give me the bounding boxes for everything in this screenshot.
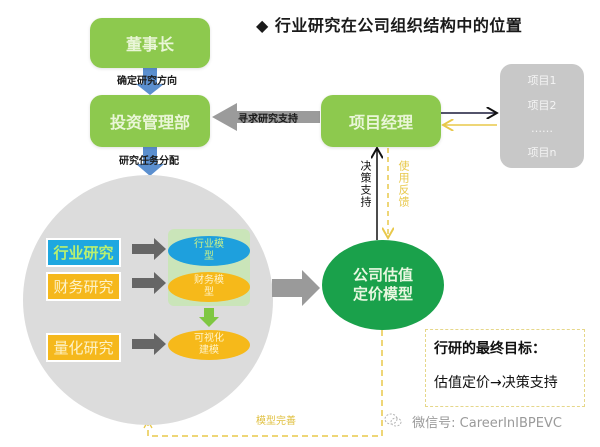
valuation-line2: 定价模型 [352, 285, 413, 303]
arrow-quant-to-model [132, 333, 166, 355]
arrow-model-improve [147, 330, 383, 437]
arrow-research-to-valuation [272, 270, 320, 306]
edge-label-pm-to-dept: 寻求研究支持 [238, 114, 298, 125]
node-valuation-model: 公司估值定价模型 [322, 240, 444, 330]
diagram-title: ◆ 行业研究在公司组织结构中的位置 [256, 12, 522, 36]
research-box-industry-label: 行业研究 [53, 244, 114, 262]
node-investment-dept: 投资管理部 [90, 95, 210, 147]
arrow-financial-to-model [132, 272, 166, 294]
valuation-line1: 公司估值 [352, 266, 413, 284]
goal-text: 估值定价→决策支持 [434, 375, 558, 391]
model-industry-line2: 型 [204, 251, 214, 262]
project-item: …… [531, 121, 553, 135]
arrow-dept-to-research [136, 147, 164, 176]
research-box-quant: 量化研究 [46, 333, 121, 362]
node-board-label: 董事长 [125, 35, 174, 54]
research-box-financial-label: 财务研究 [53, 278, 114, 296]
edge-label-board-to-dept: 确定研究方向 [117, 76, 177, 87]
edge-label-usage-feedback: 使用反馈 [397, 160, 410, 208]
research-arrows [132, 238, 166, 355]
edge-label-model-improve: 模型完善 [256, 416, 296, 427]
model-financial-line2: 型 [204, 287, 214, 298]
model-visual-line1: 可视化 [194, 333, 224, 344]
goal-heading: 行研的最终目标： [434, 341, 546, 357]
model-ellipse-industry: 行业模型 [168, 236, 250, 266]
model-visual-line2: 建模 [199, 345, 219, 356]
edge-label-dept-to-research: 研究任务分配 [119, 156, 179, 167]
node-project-manager-label: 项目经理 [348, 113, 413, 132]
project-item: 项目1 [527, 74, 557, 88]
watermark: 微信号: CareerInIBPEVC [384, 412, 562, 431]
arrow-pm-to-dept [212, 103, 320, 131]
edge-label-decision-support: 决策支持 [359, 160, 372, 208]
node-board: 董事长 [90, 18, 210, 68]
arrow-models-to-visual [199, 308, 219, 327]
arrow-board-to-dept [136, 68, 164, 95]
goal-box: 行研的最终目标： 估值定价→决策支持 [425, 329, 585, 407]
research-box-quant-label: 量化研究 [53, 339, 114, 357]
wechat-icon [384, 413, 406, 431]
model-ellipse-visual: 可视化建模 [168, 330, 250, 360]
node-investment-dept-label: 投资管理部 [109, 113, 190, 132]
node-project-manager: 项目经理 [321, 95, 441, 147]
diamond-bullet-icon: ◆ [256, 16, 269, 35]
arrow-industry-to-model [132, 238, 166, 260]
watermark-text: 微信号: CareerInIBPEVC [412, 416, 562, 431]
model-industry-line1: 行业模 [194, 239, 224, 250]
projects-list: 项目1 项目2 …… 项目n [500, 64, 584, 168]
title-text: 行业研究在公司组织结构中的位置 [274, 16, 523, 35]
research-box-financial: 财务研究 [46, 272, 121, 301]
model-financial-line1: 财务模 [194, 275, 224, 286]
project-item: 项目2 [527, 99, 557, 113]
project-item: 项目n [527, 145, 557, 159]
model-ellipse-financial: 财务模型 [168, 272, 250, 302]
research-box-industry: 行业研究 [46, 238, 121, 267]
